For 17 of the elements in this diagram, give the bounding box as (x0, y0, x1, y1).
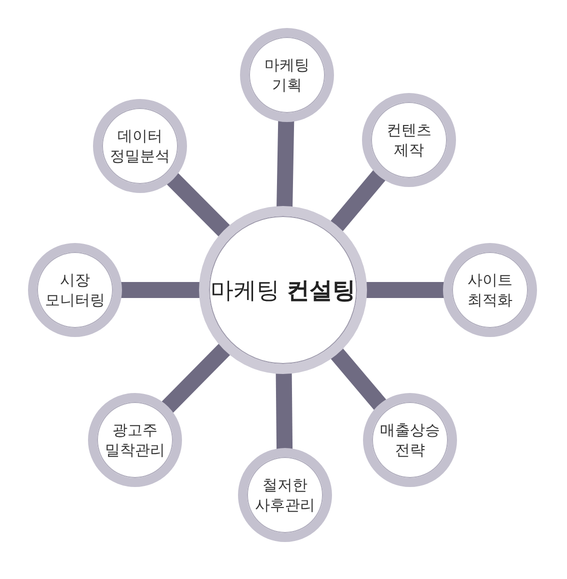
connector (330, 347, 388, 411)
connector (120, 282, 201, 298)
connector (166, 172, 231, 238)
topic-label: 철저한 사후관리 (254, 474, 316, 516)
connector (330, 169, 386, 232)
connector (160, 342, 232, 414)
topic-label: 사이트 최적화 (466, 270, 514, 310)
topic-label: 마케팅 기획 (264, 54, 310, 96)
topic-label: 컨텐츠 제작 (386, 120, 432, 160)
topic-label: 데이터 정밀분석 (109, 126, 171, 166)
topic-label: 매출상승 전략 (379, 420, 441, 460)
connector (276, 372, 293, 450)
connector (276, 120, 294, 208)
topic-label: 시장 모니터링 (44, 270, 106, 310)
connector (365, 282, 445, 298)
hub-title: 마케팅 컨설팅 (210, 276, 356, 306)
topic-label: 광고주 밀착관리 (104, 420, 166, 460)
